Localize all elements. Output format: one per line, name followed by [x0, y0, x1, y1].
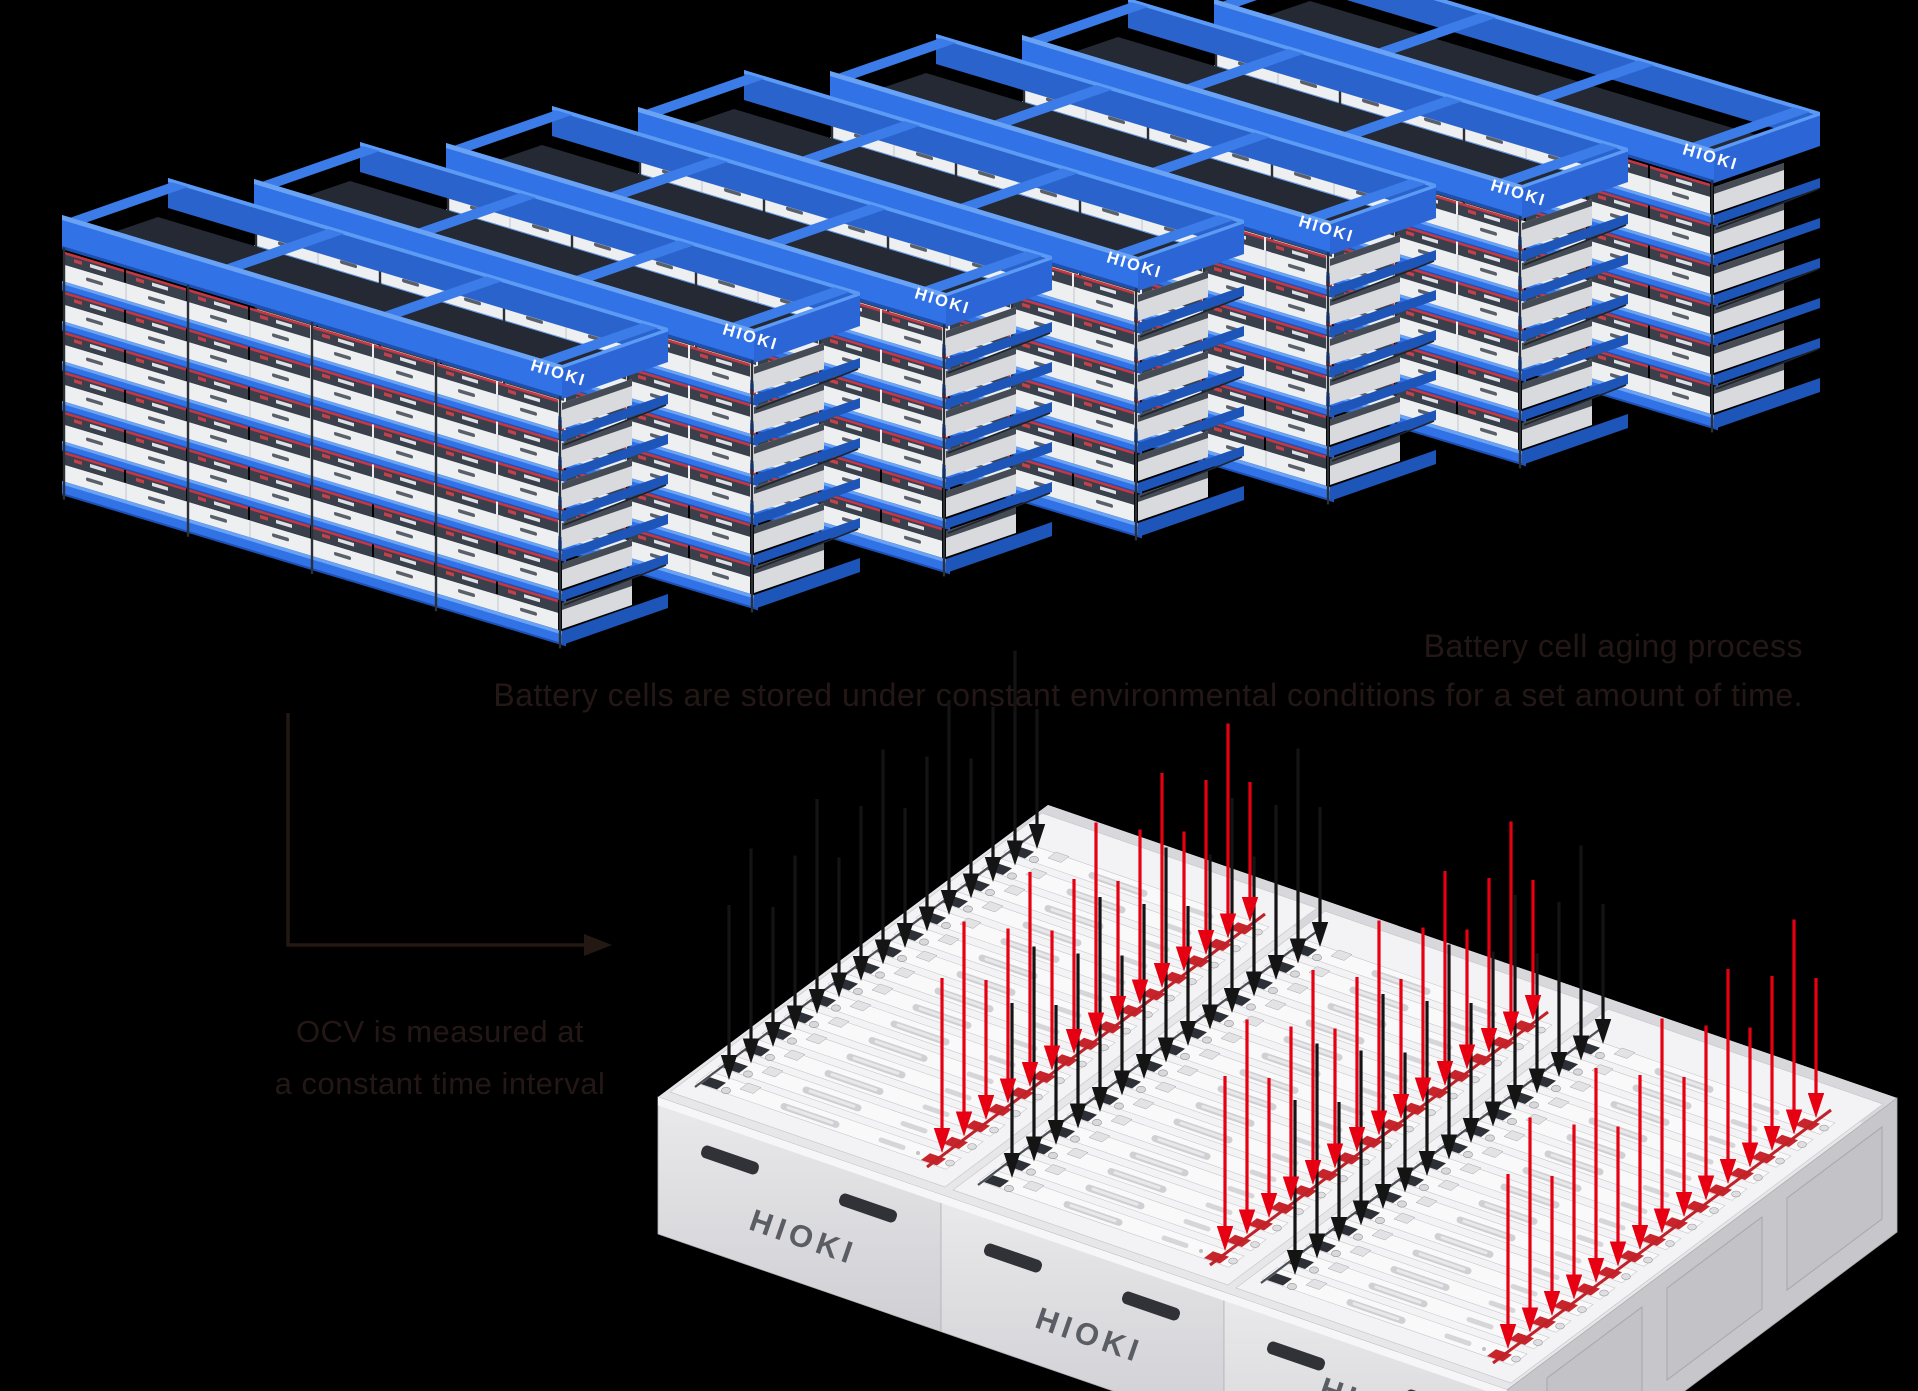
ocv-caption: OCV is measured at a constant time inter…: [275, 1014, 606, 1101]
ocv-measurement-system: HIOKI HIOKI HIOKI: [657, 648, 1898, 1391]
ocv-caption-line1: OCV is measured at: [296, 1014, 584, 1049]
machine-side-face: [1506, 1097, 1898, 1391]
vent-slot: [1122, 1291, 1180, 1321]
vent-slot: [701, 1145, 759, 1175]
deck-edge-highlight: [941, 1194, 1224, 1301]
ocv-caption-line2: a constant time interval: [275, 1066, 606, 1101]
vent-slot: [1267, 1341, 1325, 1371]
vent-slot: [839, 1193, 897, 1223]
aging-caption: Battery cell aging process Battery cells…: [493, 628, 1803, 713]
aging-caption-title: Battery cell aging process: [1424, 628, 1803, 664]
aging-caption-description: Battery cells are stored under constant …: [493, 677, 1803, 713]
storage-rack-array: HIOKI HIOKI HIOKI HIOKI HIOKI HIOKI HIOK…: [62, 0, 1820, 648]
machine-front-faces: HIOKI HIOKI HIOKI: [657, 1096, 1508, 1391]
flow-arrow: [286, 713, 612, 956]
vent-slot: [984, 1243, 1042, 1273]
flow-arrowhead: [584, 934, 612, 956]
deck-edge-highlight: [658, 1097, 941, 1203]
deck-edge-highlight: [1224, 1292, 1507, 1391]
